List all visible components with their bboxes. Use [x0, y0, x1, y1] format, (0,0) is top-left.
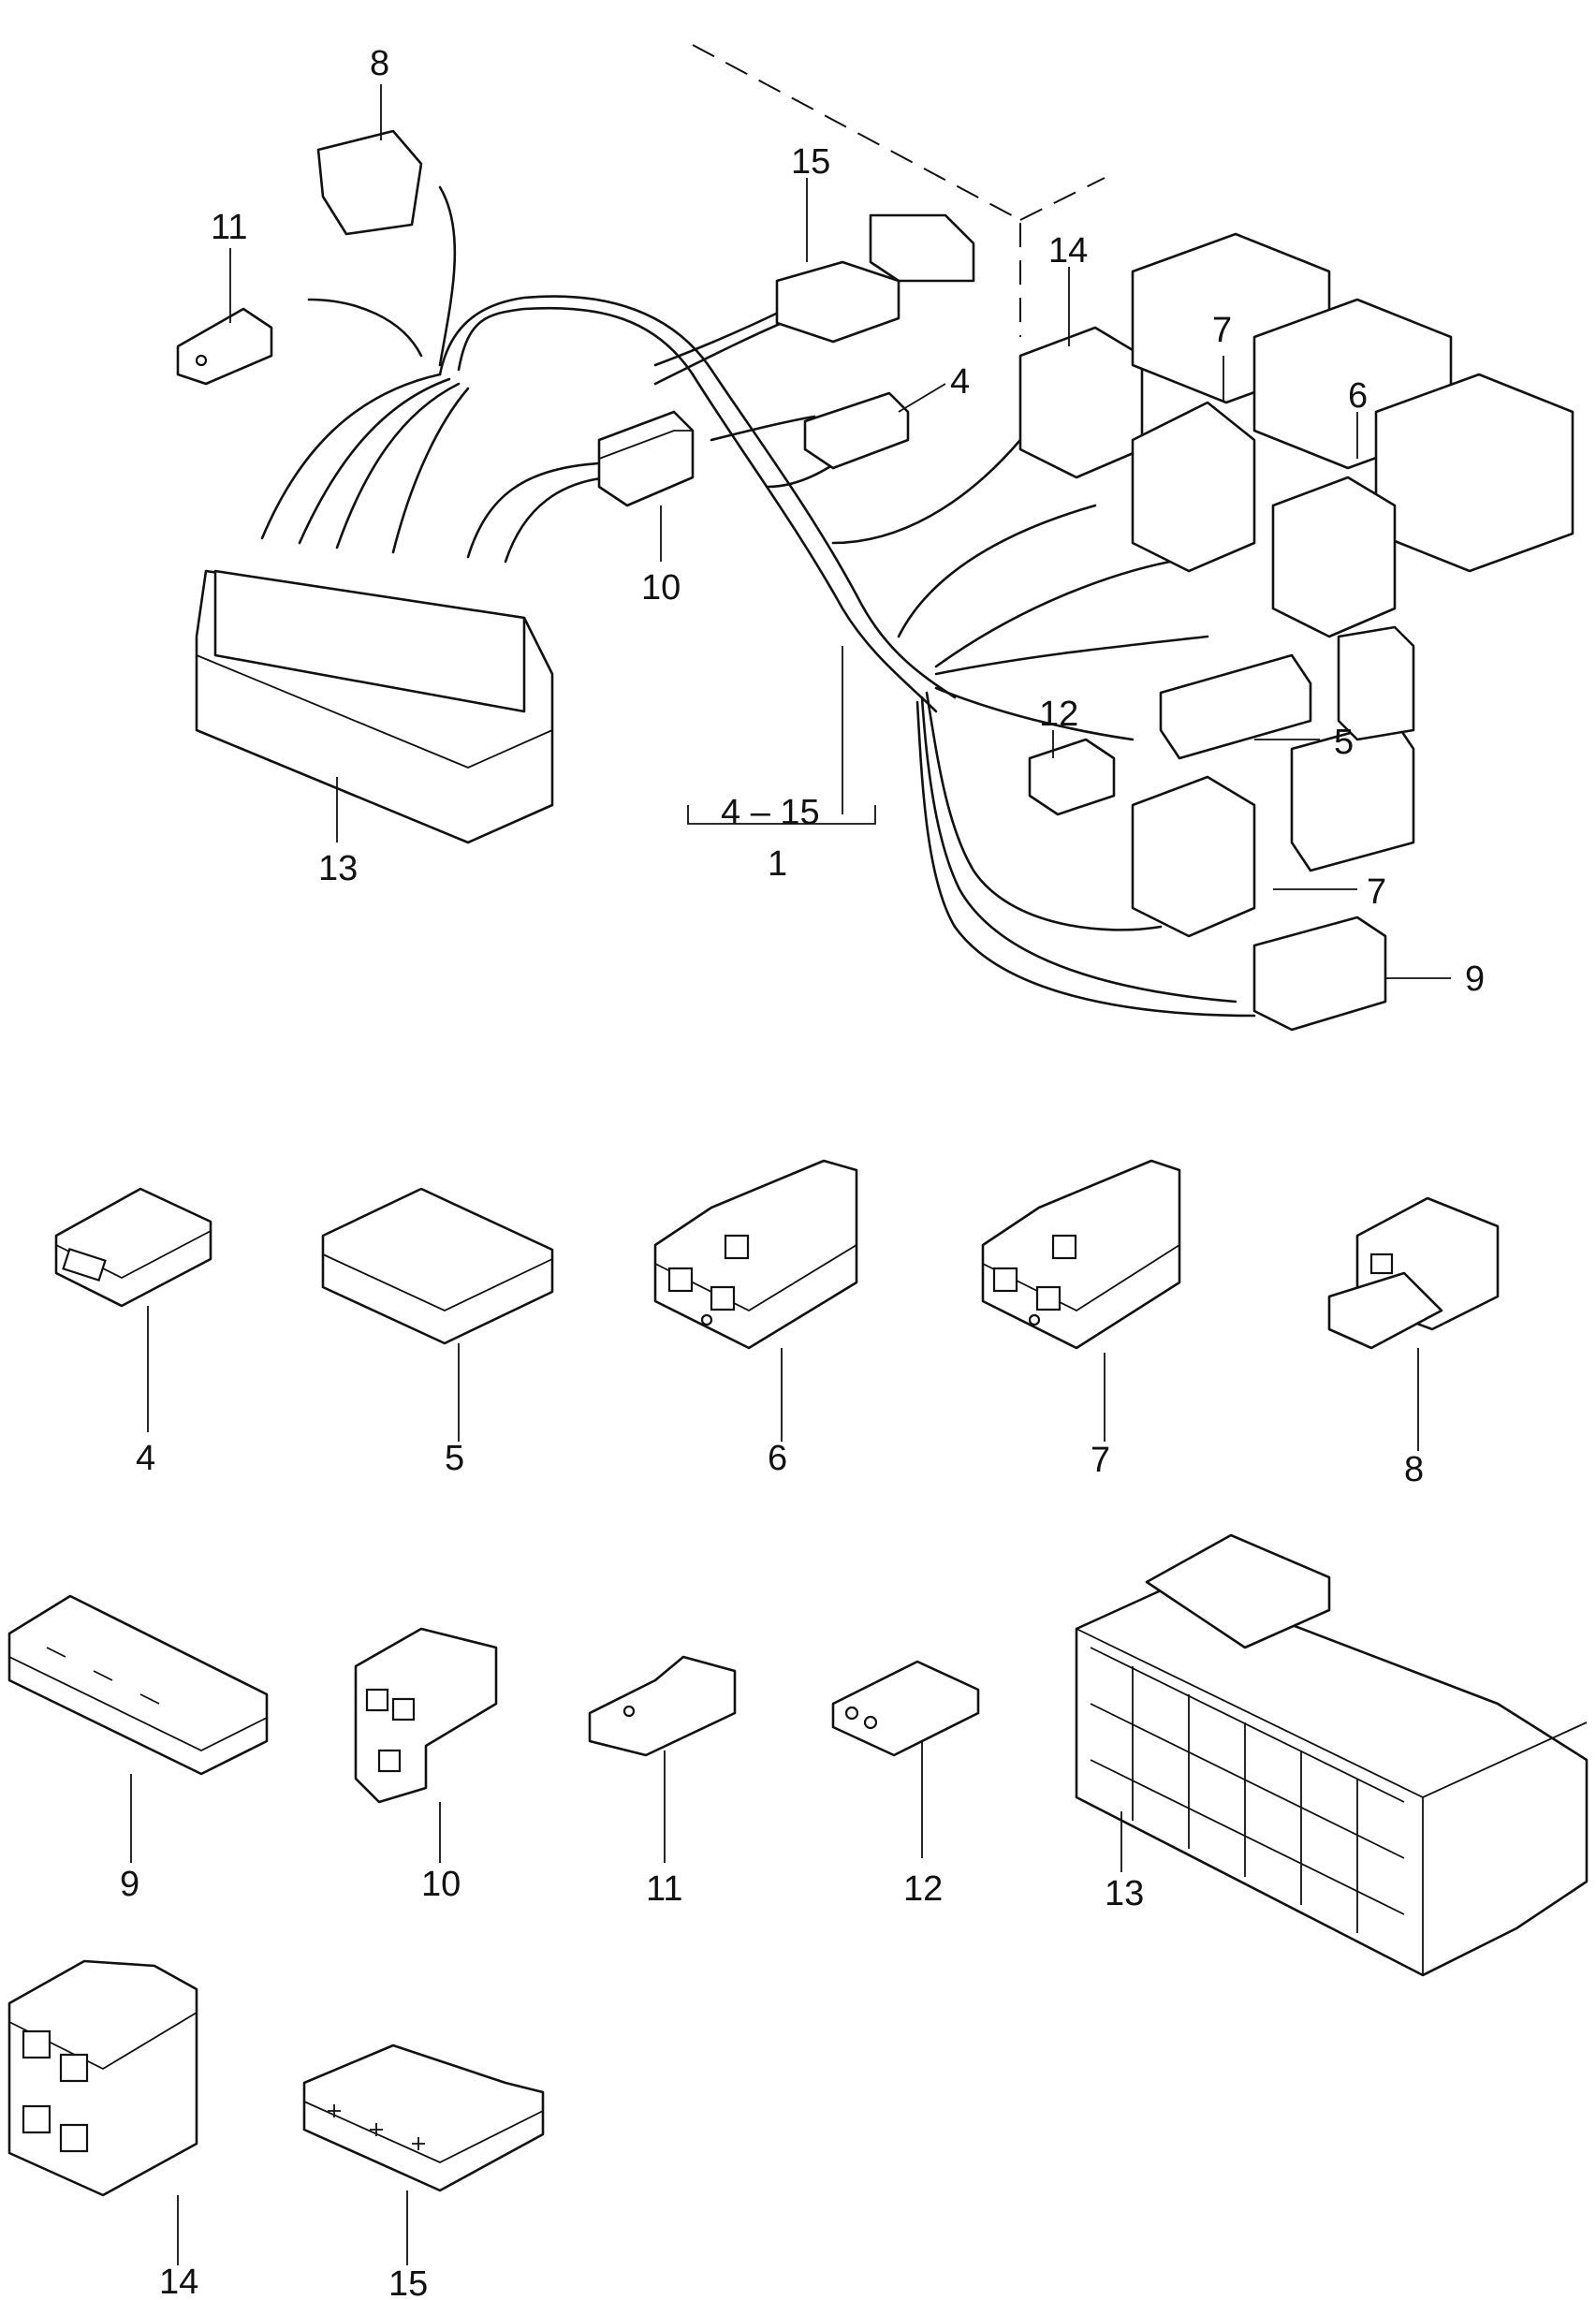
- callout-12: 12: [1039, 695, 1078, 734]
- part-4-connector: 4: [54, 1187, 212, 1478]
- part-11-connector: 11: [588, 1655, 737, 1909]
- part-10-label: 10: [421, 1865, 461, 1904]
- part-13-label: 13: [1105, 1874, 1144, 1913]
- callout-15: 15: [791, 142, 830, 182]
- part-8-label: 8: [1404, 1450, 1424, 1489]
- part-14-label: 14: [159, 2263, 198, 2300]
- part-12-connector: 12: [831, 1660, 980, 1909]
- part-5-label: 5: [445, 1439, 464, 1478]
- part-8-connector: 8: [1327, 1196, 1500, 1489]
- callout-13: 13: [318, 849, 358, 888]
- part-7-label: 7: [1091, 1441, 1110, 1480]
- part-9-label: 9: [120, 1865, 139, 1904]
- part-10-connector: 10: [354, 1627, 498, 1904]
- part-15-label: 15: [388, 2264, 428, 2300]
- callout-5: 5: [1334, 723, 1354, 762]
- part-6-label: 6: [768, 1439, 787, 1478]
- part-15-connector: 15: [302, 2044, 545, 2300]
- part-4-label: 4: [136, 1439, 155, 1478]
- callout-7a: 7: [1212, 311, 1232, 350]
- callout-range-total: 1: [768, 844, 787, 884]
- part-12-label: 12: [903, 1869, 943, 1909]
- callout-11: 11: [211, 208, 247, 247]
- part-11-label: 11: [646, 1869, 682, 1909]
- callout-7b: 7: [1367, 872, 1386, 912]
- callout-14: 14: [1048, 231, 1088, 271]
- harness-assembly: 8 11 15 14 4 7 6 10 13 12 5 7 9 4 – 15 1: [176, 44, 1574, 1032]
- part-13-multipin-connector: 13: [1075, 1533, 1589, 1977]
- callout-8: 8: [370, 44, 389, 83]
- callout-4: 4: [950, 362, 970, 402]
- callout-9: 9: [1465, 960, 1485, 999]
- callout-10: 10: [641, 568, 681, 608]
- callout-6: 6: [1348, 376, 1368, 416]
- part-5-connector: 5: [321, 1187, 554, 1478]
- part-14-relay-socket: 14: [7, 1959, 198, 2300]
- part-9-connector-strip: 9: [7, 1594, 269, 1904]
- part-7-relay-socket: 7: [981, 1159, 1181, 1480]
- parts-catalog: 4 5 6 7: [7, 1159, 1589, 2300]
- part-6-relay-socket: 6: [653, 1159, 858, 1478]
- callout-range: 4 – 15: [721, 793, 820, 832]
